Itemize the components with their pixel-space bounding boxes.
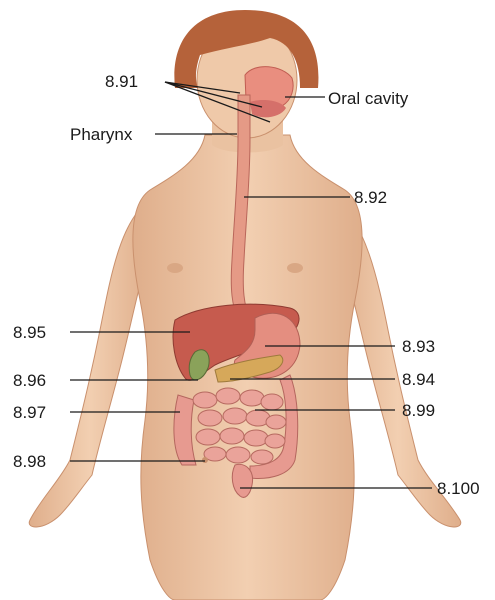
navel [202,457,208,463]
left-breast [167,263,183,273]
label-8-94: 8.94 [402,370,435,389]
label-8-91: 8.91 [105,72,138,91]
label-oral-cavity: Oral cavity [328,89,409,108]
label-pharynx: Pharynx [70,125,133,144]
label-8-99: 8.99 [402,401,435,420]
label-8-100: 8.100 [437,479,480,498]
label-8-98: 8.98 [13,452,46,471]
right-breast [287,263,303,273]
label-8-92: 8.92 [354,188,387,207]
label-8-95: 8.95 [13,323,46,342]
left-arm [29,200,150,527]
label-8-96: 8.96 [13,371,46,390]
label-8-97: 8.97 [13,403,46,422]
label-8-93: 8.93 [402,337,435,356]
